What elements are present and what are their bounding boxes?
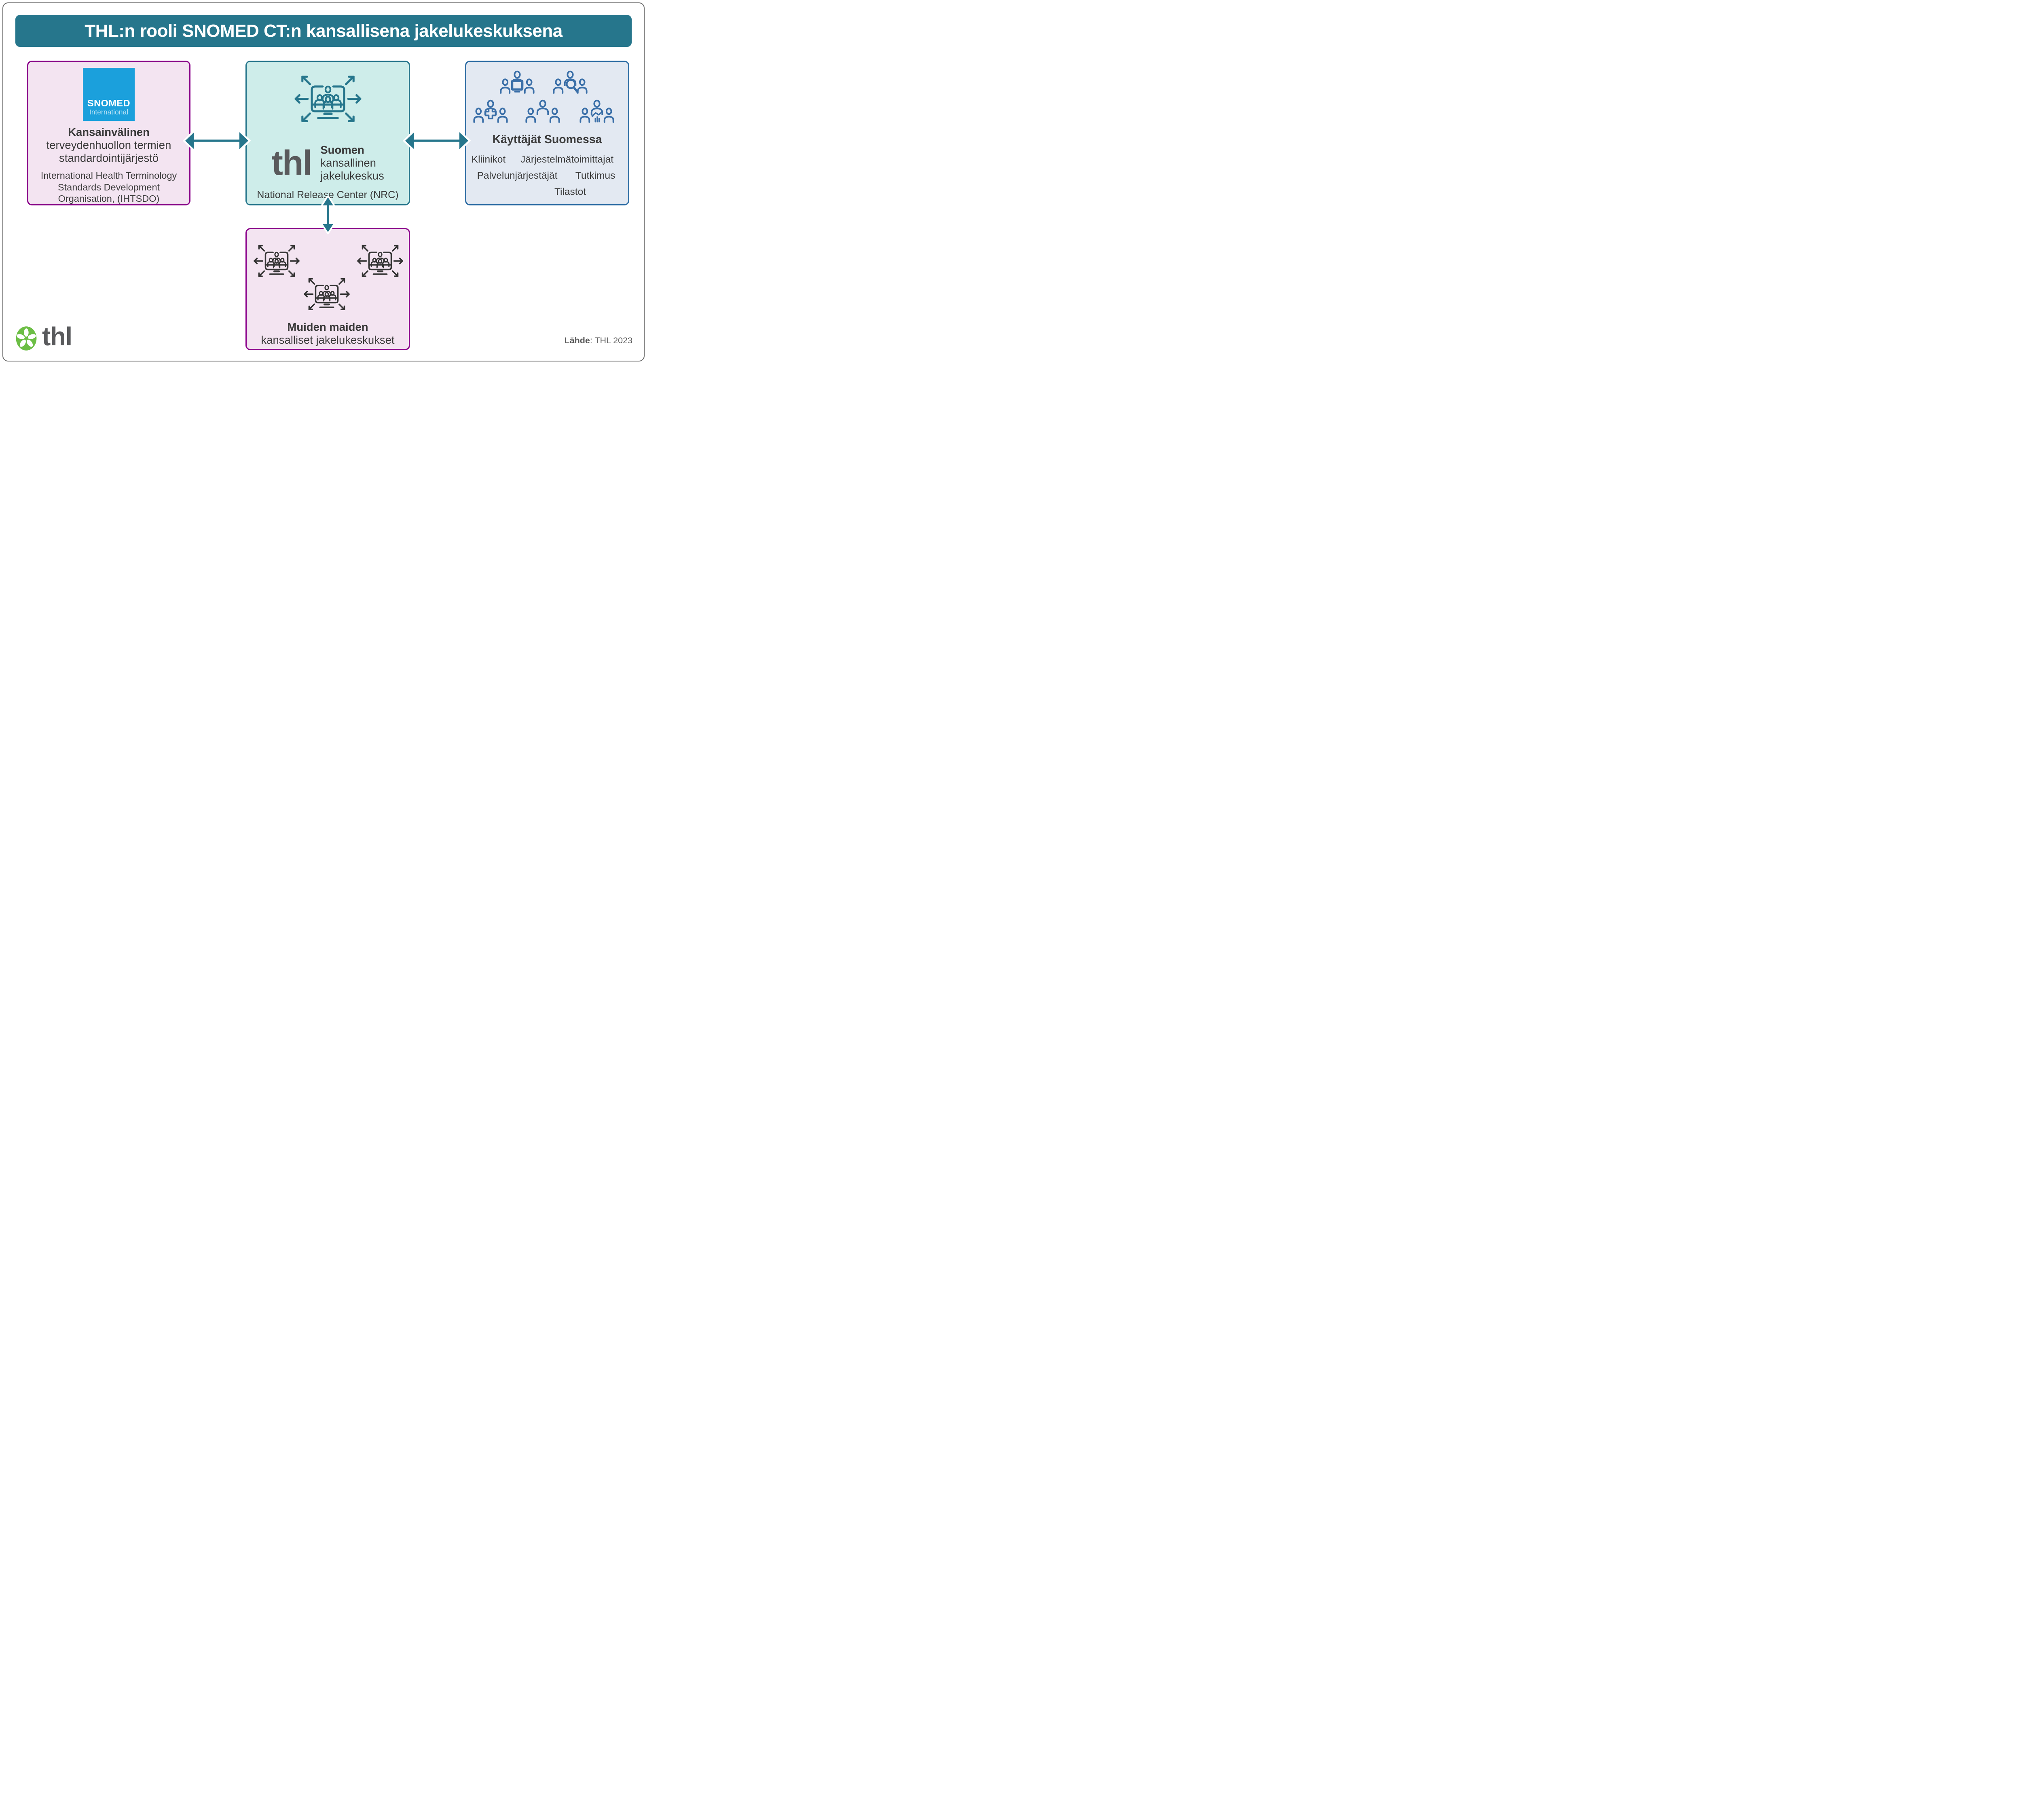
center-box-line: kansallinen: [320, 156, 376, 169]
users-research-icon: [553, 70, 588, 94]
bottom-box-text: Muiden maiden kansalliset jakelukeskukse…: [247, 321, 409, 347]
user-term: Kliinikot: [471, 154, 506, 165]
thl-logo-row: thl Suomen kansallinen jakelukeskus: [271, 144, 384, 183]
bottom-box-heading: Muiden maiden: [287, 321, 368, 333]
thl-flower-logo: [16, 326, 37, 351]
outer-frame: [2, 2, 645, 361]
user-term: Tutkimus: [575, 170, 615, 181]
page-title: THL:n rooli SNOMED CT:n kansallisena jak…: [85, 21, 563, 41]
other-countries-box: Muiden maiden kansalliset jakelukeskukse…: [245, 228, 410, 350]
user-term: Tilastot: [554, 186, 586, 197]
snomed-international-box: SNOMED International Kansainvälinen terv…: [27, 61, 190, 205]
users-group-icon: [525, 99, 560, 123]
source-value: : THL 2023: [590, 336, 632, 345]
center-box-heading: Suomen: [320, 144, 364, 156]
users-clinicians-icon: [473, 99, 508, 123]
left-center-arrow: [183, 128, 251, 154]
snomed-international-logo: SNOMED International: [83, 68, 135, 121]
left-box-english-line: International Health Terminology: [40, 170, 177, 181]
distribution-network-icon: [354, 245, 406, 278]
left-box-heading: Kansainvälinen: [68, 125, 150, 138]
center-bottom-arrow: [319, 196, 336, 234]
source-note: Lähde: THL 2023: [564, 336, 632, 346]
users-in-finland-box: Käyttäjät Suomessa Kliinikot Järjestelmä…: [465, 61, 629, 205]
right-box-heading: Käyttäjät Suomessa: [492, 133, 602, 146]
thl-footer-wordmark: thl: [42, 322, 72, 351]
infographic-canvas: THL:n rooli SNOMED CT:n kansallisena jak…: [0, 0, 647, 364]
distribution-network-icon: [251, 245, 302, 278]
bottom-box-line: kansalliset jakelukeskukset: [261, 334, 395, 347]
thl-nrc-box: thl Suomen kansallinen jakelukeskus Nati…: [245, 61, 410, 205]
title-banner: THL:n rooli SNOMED CT:n kansallisena jak…: [15, 15, 632, 47]
left-box-english-name: International Health Terminology Standar…: [41, 170, 177, 204]
source-label: Lähde: [564, 336, 590, 345]
left-box-line: standardointijärjestö: [59, 152, 159, 165]
snomed-logo-wordmark: SNOMED: [87, 98, 131, 108]
distribution-network-icon: [290, 75, 366, 123]
snomed-logo-subtext: International: [89, 108, 129, 116]
users-statistics-icon: [580, 99, 614, 123]
thl-wordmark: thl: [271, 143, 312, 182]
left-box-english-line: Organisation, (IHTSDO): [58, 193, 160, 204]
left-box-english-line: Standards Development: [57, 182, 160, 192]
center-right-arrow: [403, 128, 471, 154]
distribution-network-icon: [301, 278, 353, 311]
left-box-line: terveydenhuollon termien: [46, 139, 171, 152]
users-system-vendors-icon: [500, 70, 535, 94]
center-box-line: jakelukeskus: [320, 169, 384, 182]
user-term: Palvelunjärjestäjät: [477, 170, 558, 181]
user-term: Järjestelmätoimittajat: [520, 154, 614, 165]
center-box-text: Suomen kansallinen jakelukeskus: [320, 144, 384, 183]
